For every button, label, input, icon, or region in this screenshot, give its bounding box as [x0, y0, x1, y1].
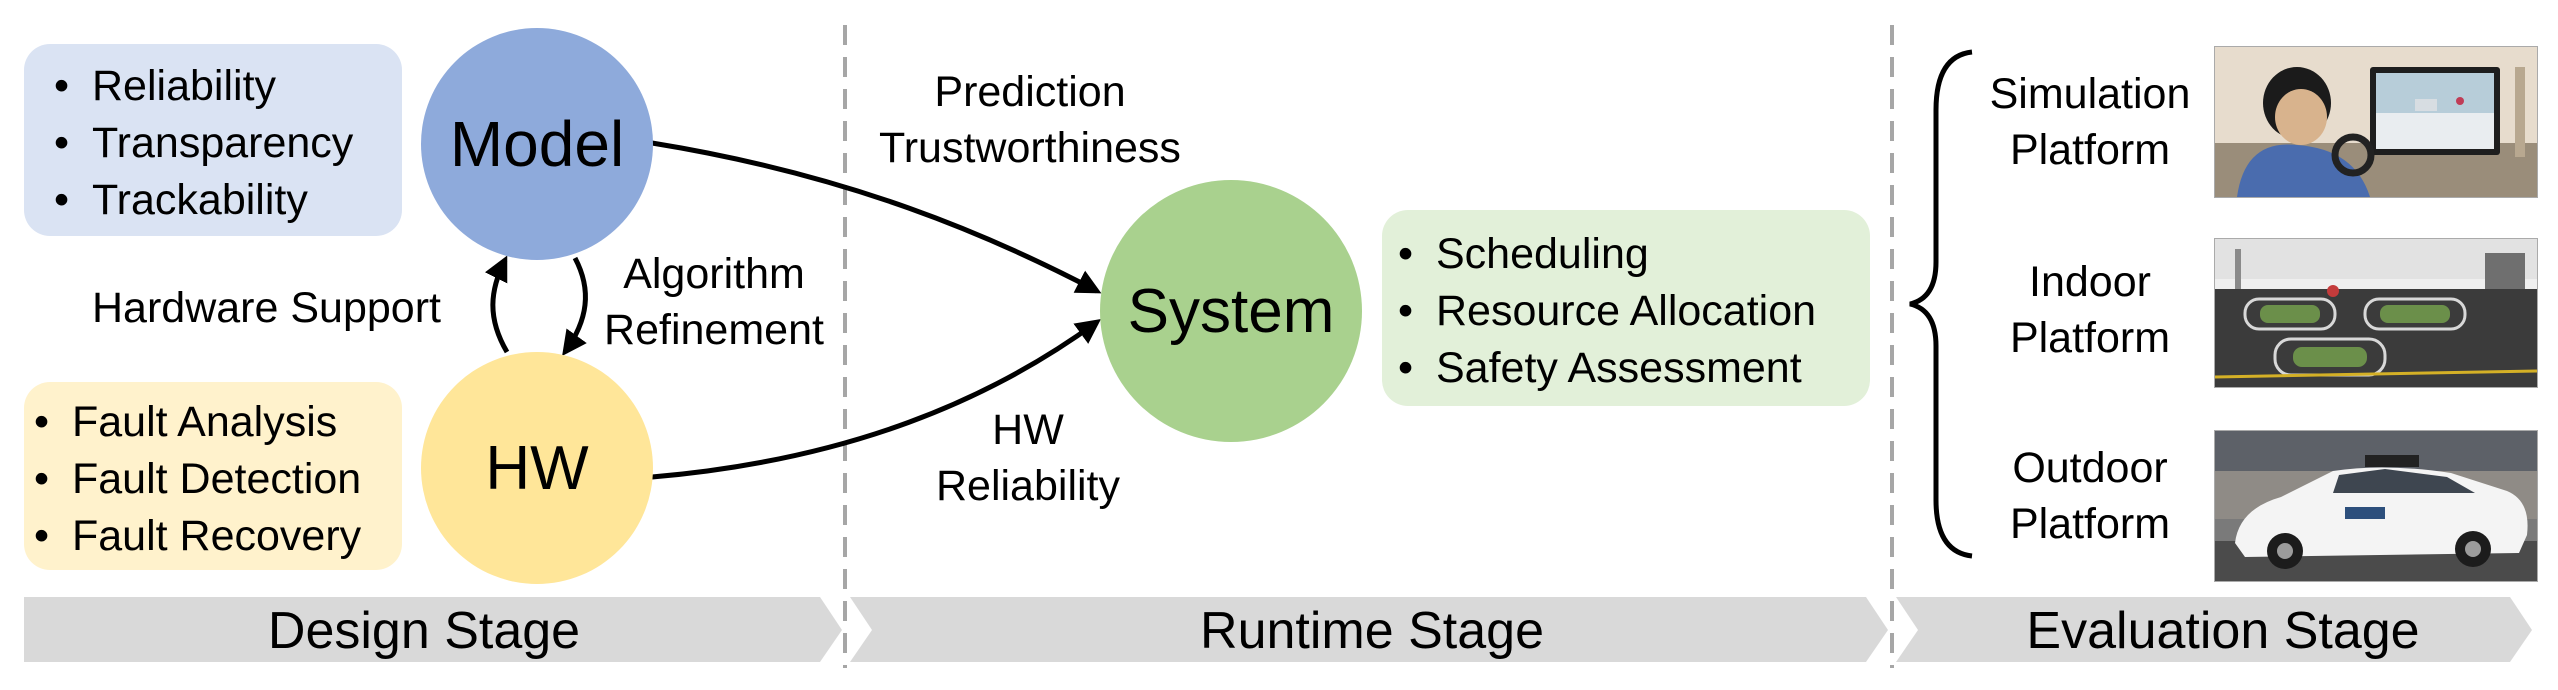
indoor-platform-label: Indoor Platform [1950, 254, 2230, 366]
outdoor-platform-line-1: Outdoor [2012, 444, 2168, 492]
runtime-stage-bar [850, 597, 1888, 662]
algorithm-refinement-label: Algorithm Refinement [584, 246, 844, 358]
hw-reliability-line-1: HW [992, 406, 1064, 454]
indoor-platform-line-1: Indoor [2029, 258, 2151, 306]
arrow-hw-to-system [651, 319, 1102, 480]
system-label: System [1127, 276, 1335, 346]
outdoor-platform-label: Outdoor Platform [1950, 440, 2230, 552]
evaluation-stage-label: Evaluation Stage [2026, 602, 2420, 660]
indoor-platform-line-2: Platform [2009, 314, 2171, 362]
quality-item-reliability: Reliability [54, 58, 402, 115]
simulation-platform-line-2: Platform [2009, 126, 2171, 174]
design-stage-bar [24, 597, 842, 662]
simulation-platform-label: Simulation Platform [1950, 66, 2230, 178]
fault-item-analysis: Fault Analysis [34, 394, 402, 451]
model-label: Model [449, 108, 625, 180]
quality-attributes-panel: Reliability Transparency Trackability [24, 44, 402, 236]
outdoor-platform-photo [2214, 430, 2538, 582]
system-item-safety-assessment: Safety Assessment [1398, 340, 1870, 397]
algorithm-refinement-line-1: Algorithm [623, 250, 805, 298]
system-node: System [1100, 180, 1362, 442]
prediction-trustworthiness-label: Prediction Trustworthiness [850, 64, 1210, 176]
arrow-model-to-system [651, 140, 1102, 294]
arrow-algorithm-refinement [562, 256, 588, 357]
fault-panel: Fault Analysis Fault Detection Fault Rec… [24, 382, 402, 570]
indoor-platform-photo [2214, 238, 2538, 388]
quality-item-transparency: Transparency [54, 115, 402, 172]
system-item-resource-allocation: Resource Allocation [1398, 283, 1870, 340]
prediction-trustworthiness-line-1: Prediction [934, 68, 1126, 116]
hw-reliability-label: HW Reliability [880, 402, 1176, 514]
fault-item-recovery: Fault Recovery [34, 508, 402, 565]
arrow-hardware-support [484, 255, 510, 354]
simulation-platform-line-1: Simulation [1989, 70, 2191, 118]
algorithm-refinement-line-2: Refinement [604, 306, 824, 354]
system-functions-panel: Scheduling Resource Allocation Safety As… [1382, 210, 1870, 406]
prediction-trustworthiness-line-2: Trustworthiness [879, 124, 1181, 172]
design-stage-label: Design Stage [267, 602, 581, 660]
quality-item-trackability: Trackability [54, 172, 402, 229]
system-item-scheduling: Scheduling [1398, 226, 1870, 283]
hw-node: HW [421, 352, 653, 584]
hardware-support-label: Hardware Support [92, 284, 441, 332]
fault-item-detection: Fault Detection [34, 451, 402, 508]
hw-reliability-line-2: Reliability [935, 462, 1120, 510]
runtime-stage-label: Runtime Stage [1200, 602, 1544, 660]
evaluation-stage-bar [1896, 597, 2532, 662]
model-node: Model [421, 28, 653, 260]
evaluation-brace [1909, 49, 1973, 559]
simulation-platform-photo [2214, 46, 2538, 198]
outdoor-platform-line-2: Platform [2009, 500, 2171, 548]
hw-label: HW [485, 433, 589, 503]
